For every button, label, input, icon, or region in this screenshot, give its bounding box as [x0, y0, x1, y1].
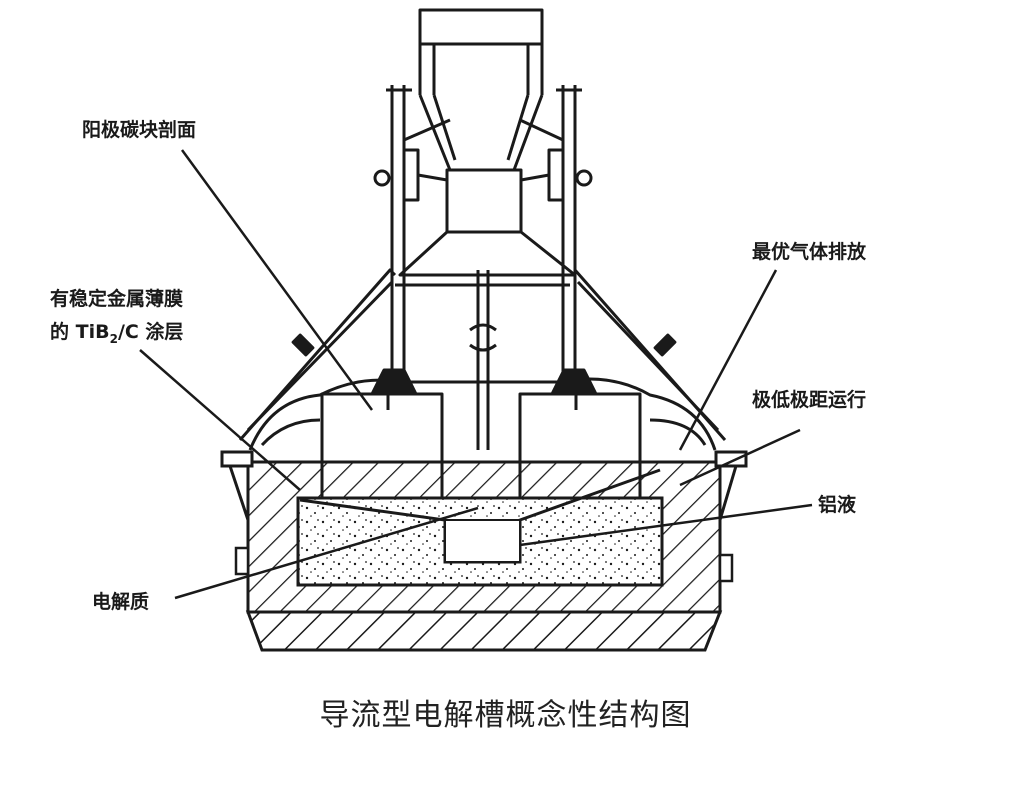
leader-lines: [139, 149, 813, 600]
label-anode-section: 阳极碳块剖面: [82, 119, 197, 141]
coating-formula-prefix: 的 TiB: [50, 321, 110, 343]
label-aluminum: 铝液: [818, 494, 857, 516]
label-low-distance: 极低极距运行: [752, 389, 867, 411]
electrolytic-cell-diagram: [139, 8, 813, 652]
label-electrolyte: 电解质: [92, 591, 150, 613]
figure-caption: 导流型电解槽概念性结构图: [319, 698, 692, 733]
label-coating-line1: 有稳定金属薄膜: [50, 288, 184, 310]
anode-rods: [373, 85, 593, 380]
label-gas-release: 最优气体排放: [752, 241, 867, 263]
center-rod: [469, 270, 497, 450]
coating-formula-subscript: 2: [109, 331, 118, 346]
coating-formula-suffix: /C 涂层: [117, 321, 184, 343]
gas-exhaust-stack: [398, 8, 577, 277]
cell-hood: [238, 268, 727, 441]
label-coating-line2: 的 TiB2/C 涂层: [50, 320, 183, 351]
pot-shell: [220, 450, 748, 652]
crust-outline: [248, 377, 717, 451]
